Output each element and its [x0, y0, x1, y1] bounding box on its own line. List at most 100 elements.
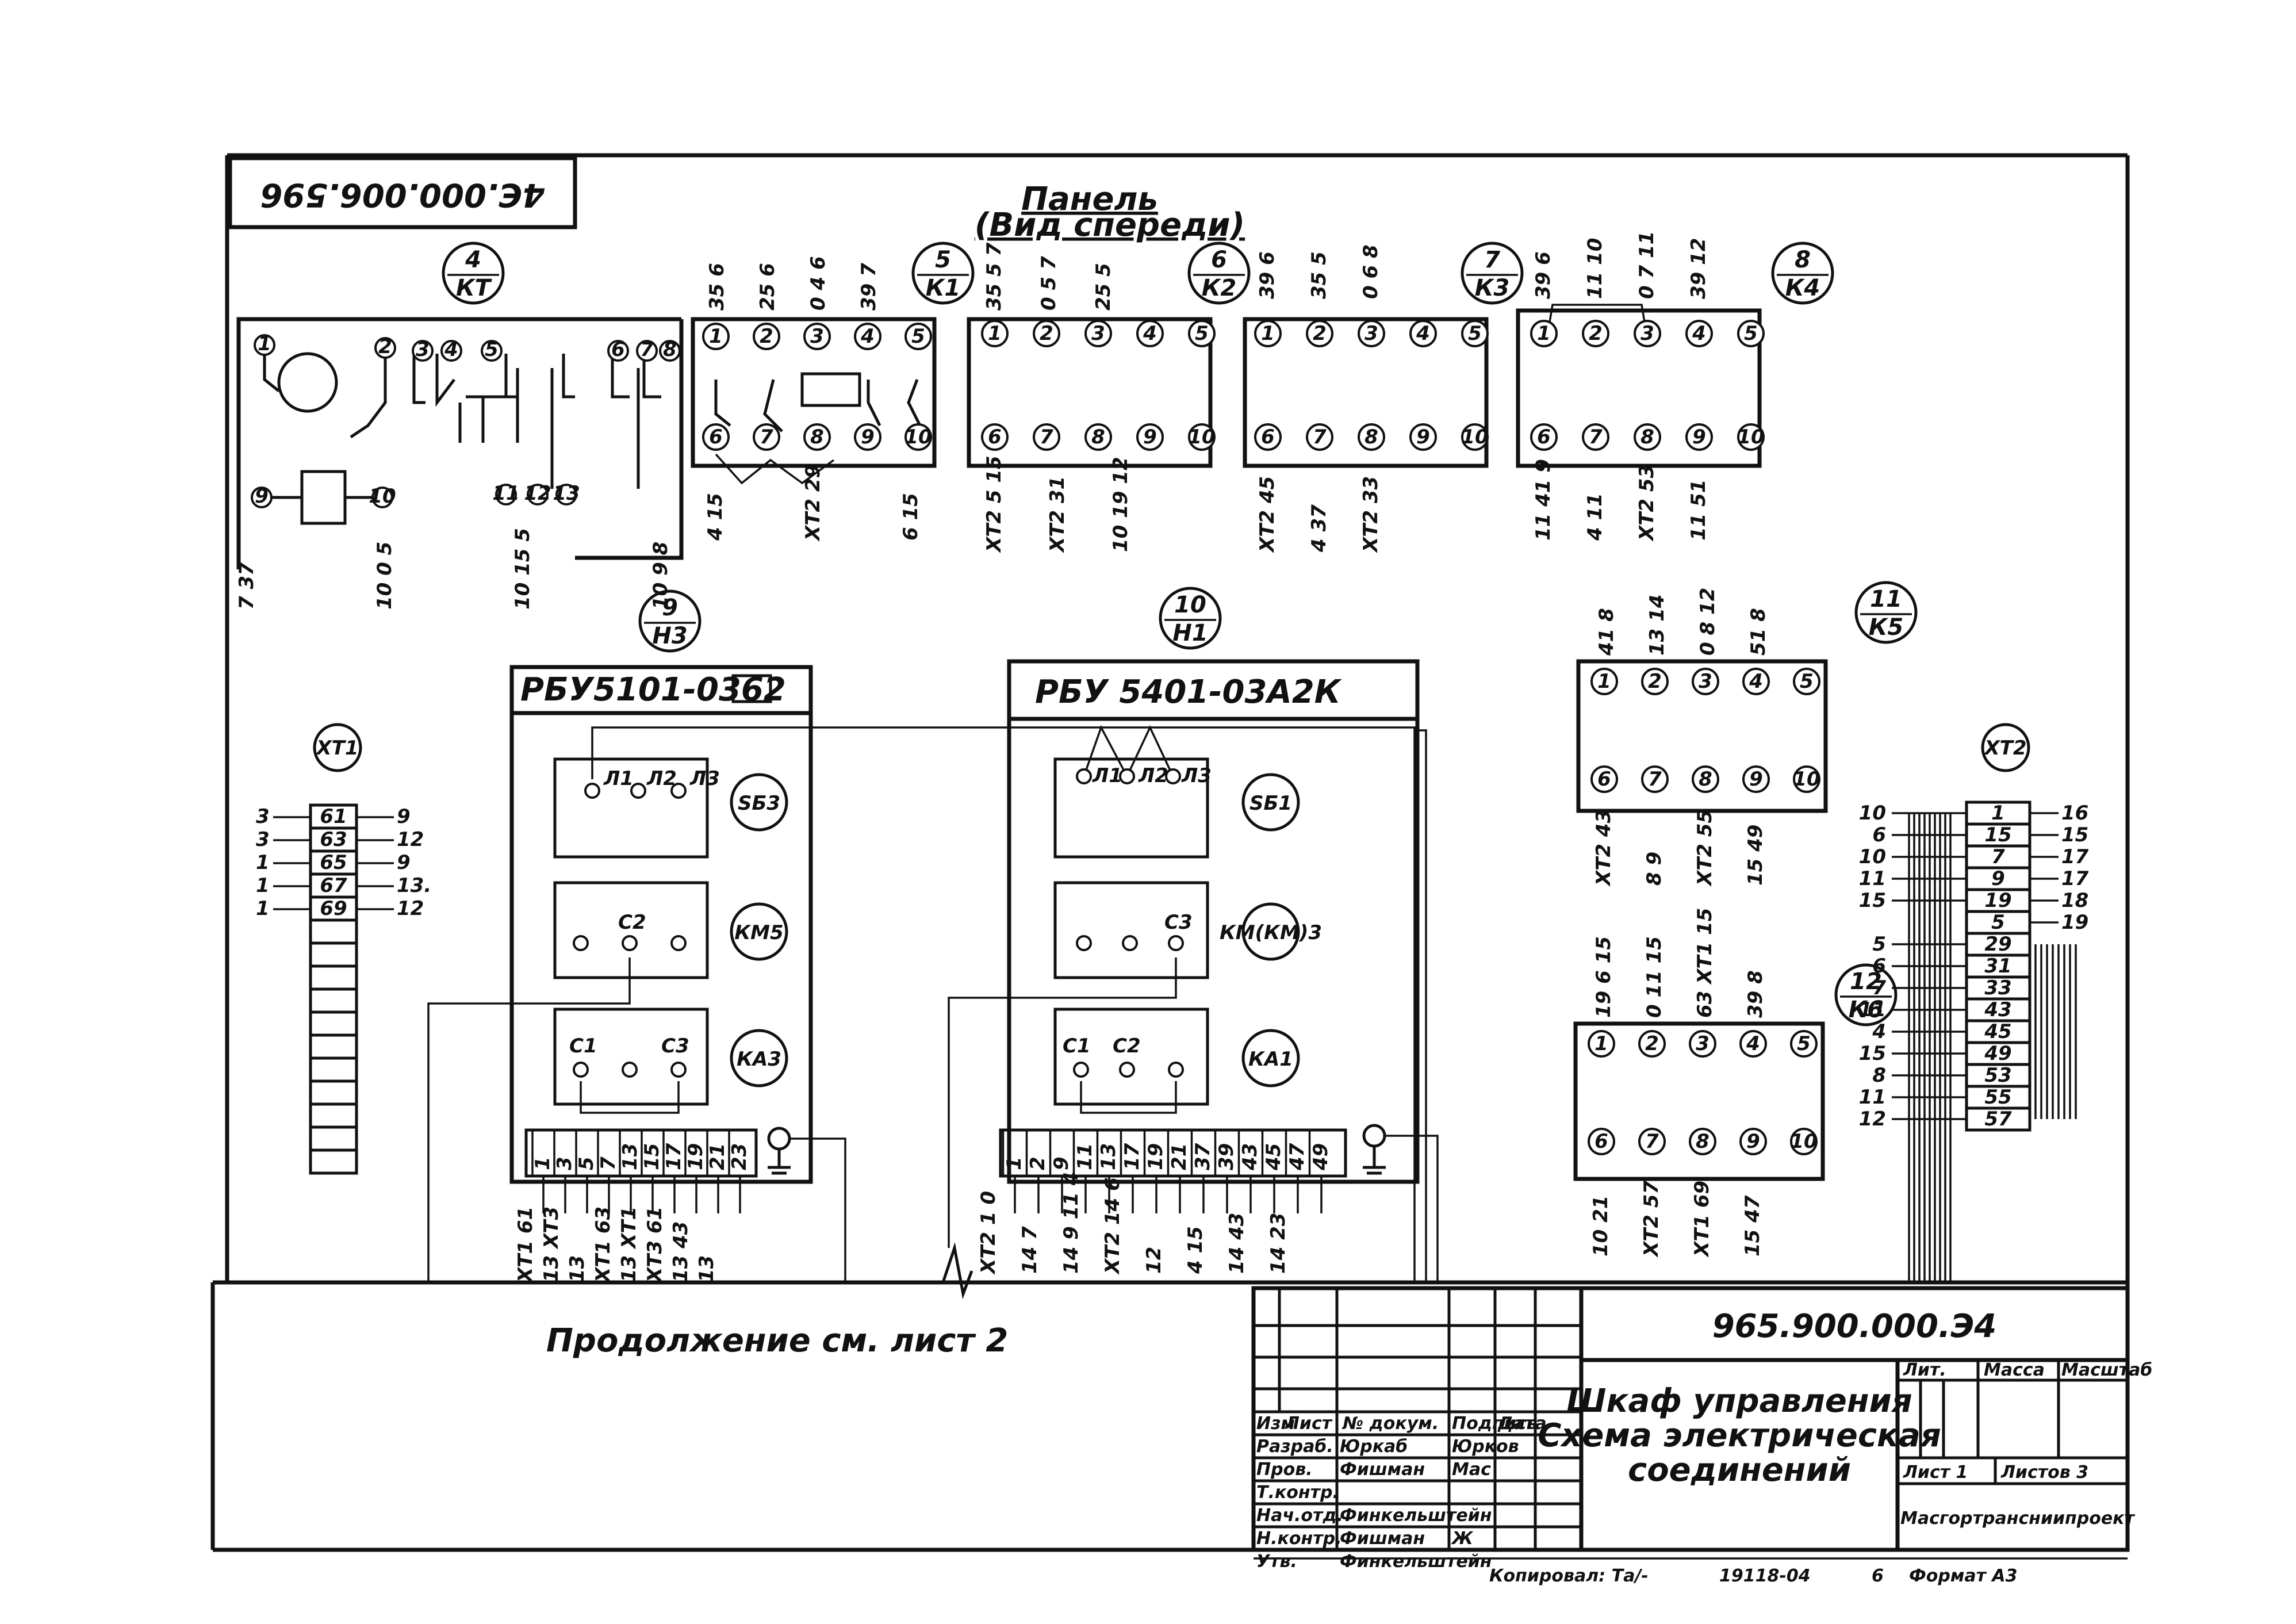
- rbu1-strip-term-9: 21: [706, 1143, 729, 1170]
- device-tag-kt-num: 4: [465, 247, 481, 273]
- k4-terminal-1-label: 1: [1537, 322, 1551, 345]
- drawing-code: 965.900.000.Э4: [1712, 1308, 1997, 1345]
- stamp-header-date: Дата: [1497, 1414, 1547, 1434]
- k3-terminal-8-label: 8: [1364, 426, 1378, 449]
- xt2-left-5: 15: [1859, 889, 1886, 912]
- title-block: 965.900.000.Э4 Шкаф управления Схема эле…: [1251, 1286, 2152, 1572]
- k1-terminal-1: [702, 323, 730, 350]
- k1-terminal-8: [803, 423, 831, 451]
- k4-terminal-4: [1685, 320, 1713, 347]
- rbu2-strip-term-5: 13: [1097, 1143, 1120, 1170]
- device-tag-xt2: ХТ2: [1981, 723, 2030, 772]
- k4-top-wire-3: 0 7 11: [1635, 231, 1658, 299]
- xt1-right-3: 9: [397, 851, 411, 874]
- k4-terminal-2-label: 2: [1589, 322, 1603, 345]
- k3-terminal-6-label: 6: [1261, 426, 1275, 449]
- k6-terminal-10-label: 10: [1790, 1130, 1817, 1153]
- stamp-sign-1: Юрков: [1452, 1437, 1519, 1457]
- k5-terminal-6: [1590, 765, 1618, 793]
- rbu2-km-label: КМ(КМ)3: [1220, 921, 1322, 944]
- k5-terminal-5: [1793, 668, 1820, 695]
- rbu1-wire-6: ХТ3 61: [643, 1206, 666, 1284]
- k3-terminal-8: [1358, 423, 1385, 451]
- k5-bottom-wire-1: ХТ2 43: [1592, 810, 1615, 887]
- xt1-right-4: 13.: [397, 874, 431, 897]
- k5-bottom-wire-4: 15 49: [1744, 825, 1767, 886]
- stamp-sign-2: Мас: [1452, 1460, 1491, 1480]
- k1-terminal-10: [904, 423, 932, 451]
- device-tag-h1-num: 10: [1174, 592, 1206, 618]
- k5-terminal-10-label: 10: [1793, 768, 1820, 791]
- xt1-right-5: 12: [397, 897, 424, 920]
- k4-terminal-8: [1634, 423, 1661, 451]
- device-tag-h3: 9 Н3: [638, 589, 702, 653]
- rbu2-pin-1: Л1: [1092, 764, 1122, 787]
- k1-terminal-4: [854, 323, 881, 350]
- stamp-role-6: Утв.: [1256, 1552, 1297, 1572]
- device-tag-xt2-name: ХТ2: [1983, 737, 2026, 760]
- kt-terminal-5: [481, 340, 503, 362]
- k5-top-wire-2: 13 14: [1646, 595, 1669, 656]
- k2-terminal-10-label: 10: [1188, 426, 1215, 449]
- k4-terminal-1: [1530, 320, 1558, 347]
- xt2-left-9: 7: [1872, 976, 1886, 999]
- k5-terminal-8: [1692, 765, 1719, 793]
- xt2-left-4: 11: [1859, 867, 1886, 890]
- rbu1-wire-4: ХТ1 63: [592, 1206, 615, 1284]
- xt2-right-4: 17: [2061, 867, 2089, 890]
- k4-top-wire-2: 11 10: [1584, 238, 1607, 299]
- xt1-left-4: 1: [256, 874, 270, 897]
- k5-terminal-9-label: 9: [1749, 768, 1763, 791]
- k5-terminal-6-label: 6: [1597, 768, 1611, 791]
- xt1-right-2: 12: [397, 828, 424, 851]
- rotated-drawing-code: 4Є.000.006.596: [260, 176, 546, 213]
- k2-terminal-5-label: 5: [1195, 322, 1209, 345]
- stamp-name-4: Финкельштейн: [1340, 1506, 1492, 1526]
- rbu2-strip-term-6: 17: [1121, 1143, 1144, 1170]
- k6-bottom-wire-2: ХТ2 57: [1640, 1180, 1663, 1258]
- device-tag-kt-name: КТ: [456, 275, 492, 301]
- k4-top-wire-1: 39 6: [1532, 251, 1555, 299]
- k6-terminal-7: [1638, 1128, 1666, 1155]
- rbu1-km-label: КМ5: [734, 921, 783, 944]
- xt1-left-3: 1: [256, 851, 270, 874]
- k1-top-wire-1: 35 6: [706, 263, 729, 311]
- k5-bottom-wire-2: 8 9: [1643, 852, 1666, 886]
- k2-terminal-1-label: 1: [988, 322, 1002, 345]
- kt-terminal-6: [607, 340, 629, 362]
- k5-top-wire-1: 41 8: [1595, 608, 1618, 656]
- k1-bottom-wire-3: 6 15: [899, 493, 922, 541]
- rotated-code-box: 4Є.000.006.596: [228, 156, 577, 229]
- xt2-value-5: 19: [1984, 889, 2011, 912]
- xt1-value-4: 67: [320, 874, 347, 897]
- k3-terminal-4-label: 4: [1416, 322, 1430, 345]
- kt-terminal-5-label: 5: [485, 338, 499, 361]
- k1-bottom-wire-2: ХТ2 29: [802, 465, 825, 542]
- rbu2-strip-term-11: 43: [1239, 1143, 1262, 1171]
- k4-terminal-10: [1737, 423, 1765, 451]
- xt2-value-7: 29: [1984, 933, 2011, 956]
- k4-terminal-3: [1634, 320, 1661, 347]
- relay-coil: [300, 470, 347, 525]
- stamp-header-sign: Подпись: [1452, 1414, 1537, 1434]
- xt2-value-8: 31: [1984, 955, 2011, 978]
- k4-terminal-6-label: 6: [1537, 426, 1551, 449]
- rbu2-wire-1: ХТ2 1 0: [977, 1191, 1000, 1275]
- rbu2-strip-term-14: 49: [1309, 1143, 1332, 1171]
- k6-terminal-1: [1588, 1030, 1615, 1058]
- kt-terminal-10-label: 10: [369, 485, 396, 508]
- k6-terminal-5-label: 5: [1797, 1032, 1811, 1055]
- xt2-right-5: 18: [2061, 889, 2088, 912]
- k6-terminal-2: [1638, 1030, 1666, 1058]
- rbu2-wire-2: 14 7: [1018, 1226, 1041, 1274]
- k4-terminal-3-label: 3: [1640, 322, 1654, 345]
- k3-terminal-6: [1254, 423, 1282, 451]
- k1-terminal-7: [753, 423, 780, 451]
- rbu1-strip-term-7: 17: [662, 1143, 685, 1170]
- xt1-cell-16: [309, 1148, 358, 1175]
- rbu2-strip-term-10: 39: [1215, 1143, 1238, 1170]
- k5-terminal-7: [1641, 765, 1669, 793]
- k5-terminal-8-label: 8: [1699, 768, 1712, 791]
- device-tag-k5-num: 11: [1870, 586, 1902, 612]
